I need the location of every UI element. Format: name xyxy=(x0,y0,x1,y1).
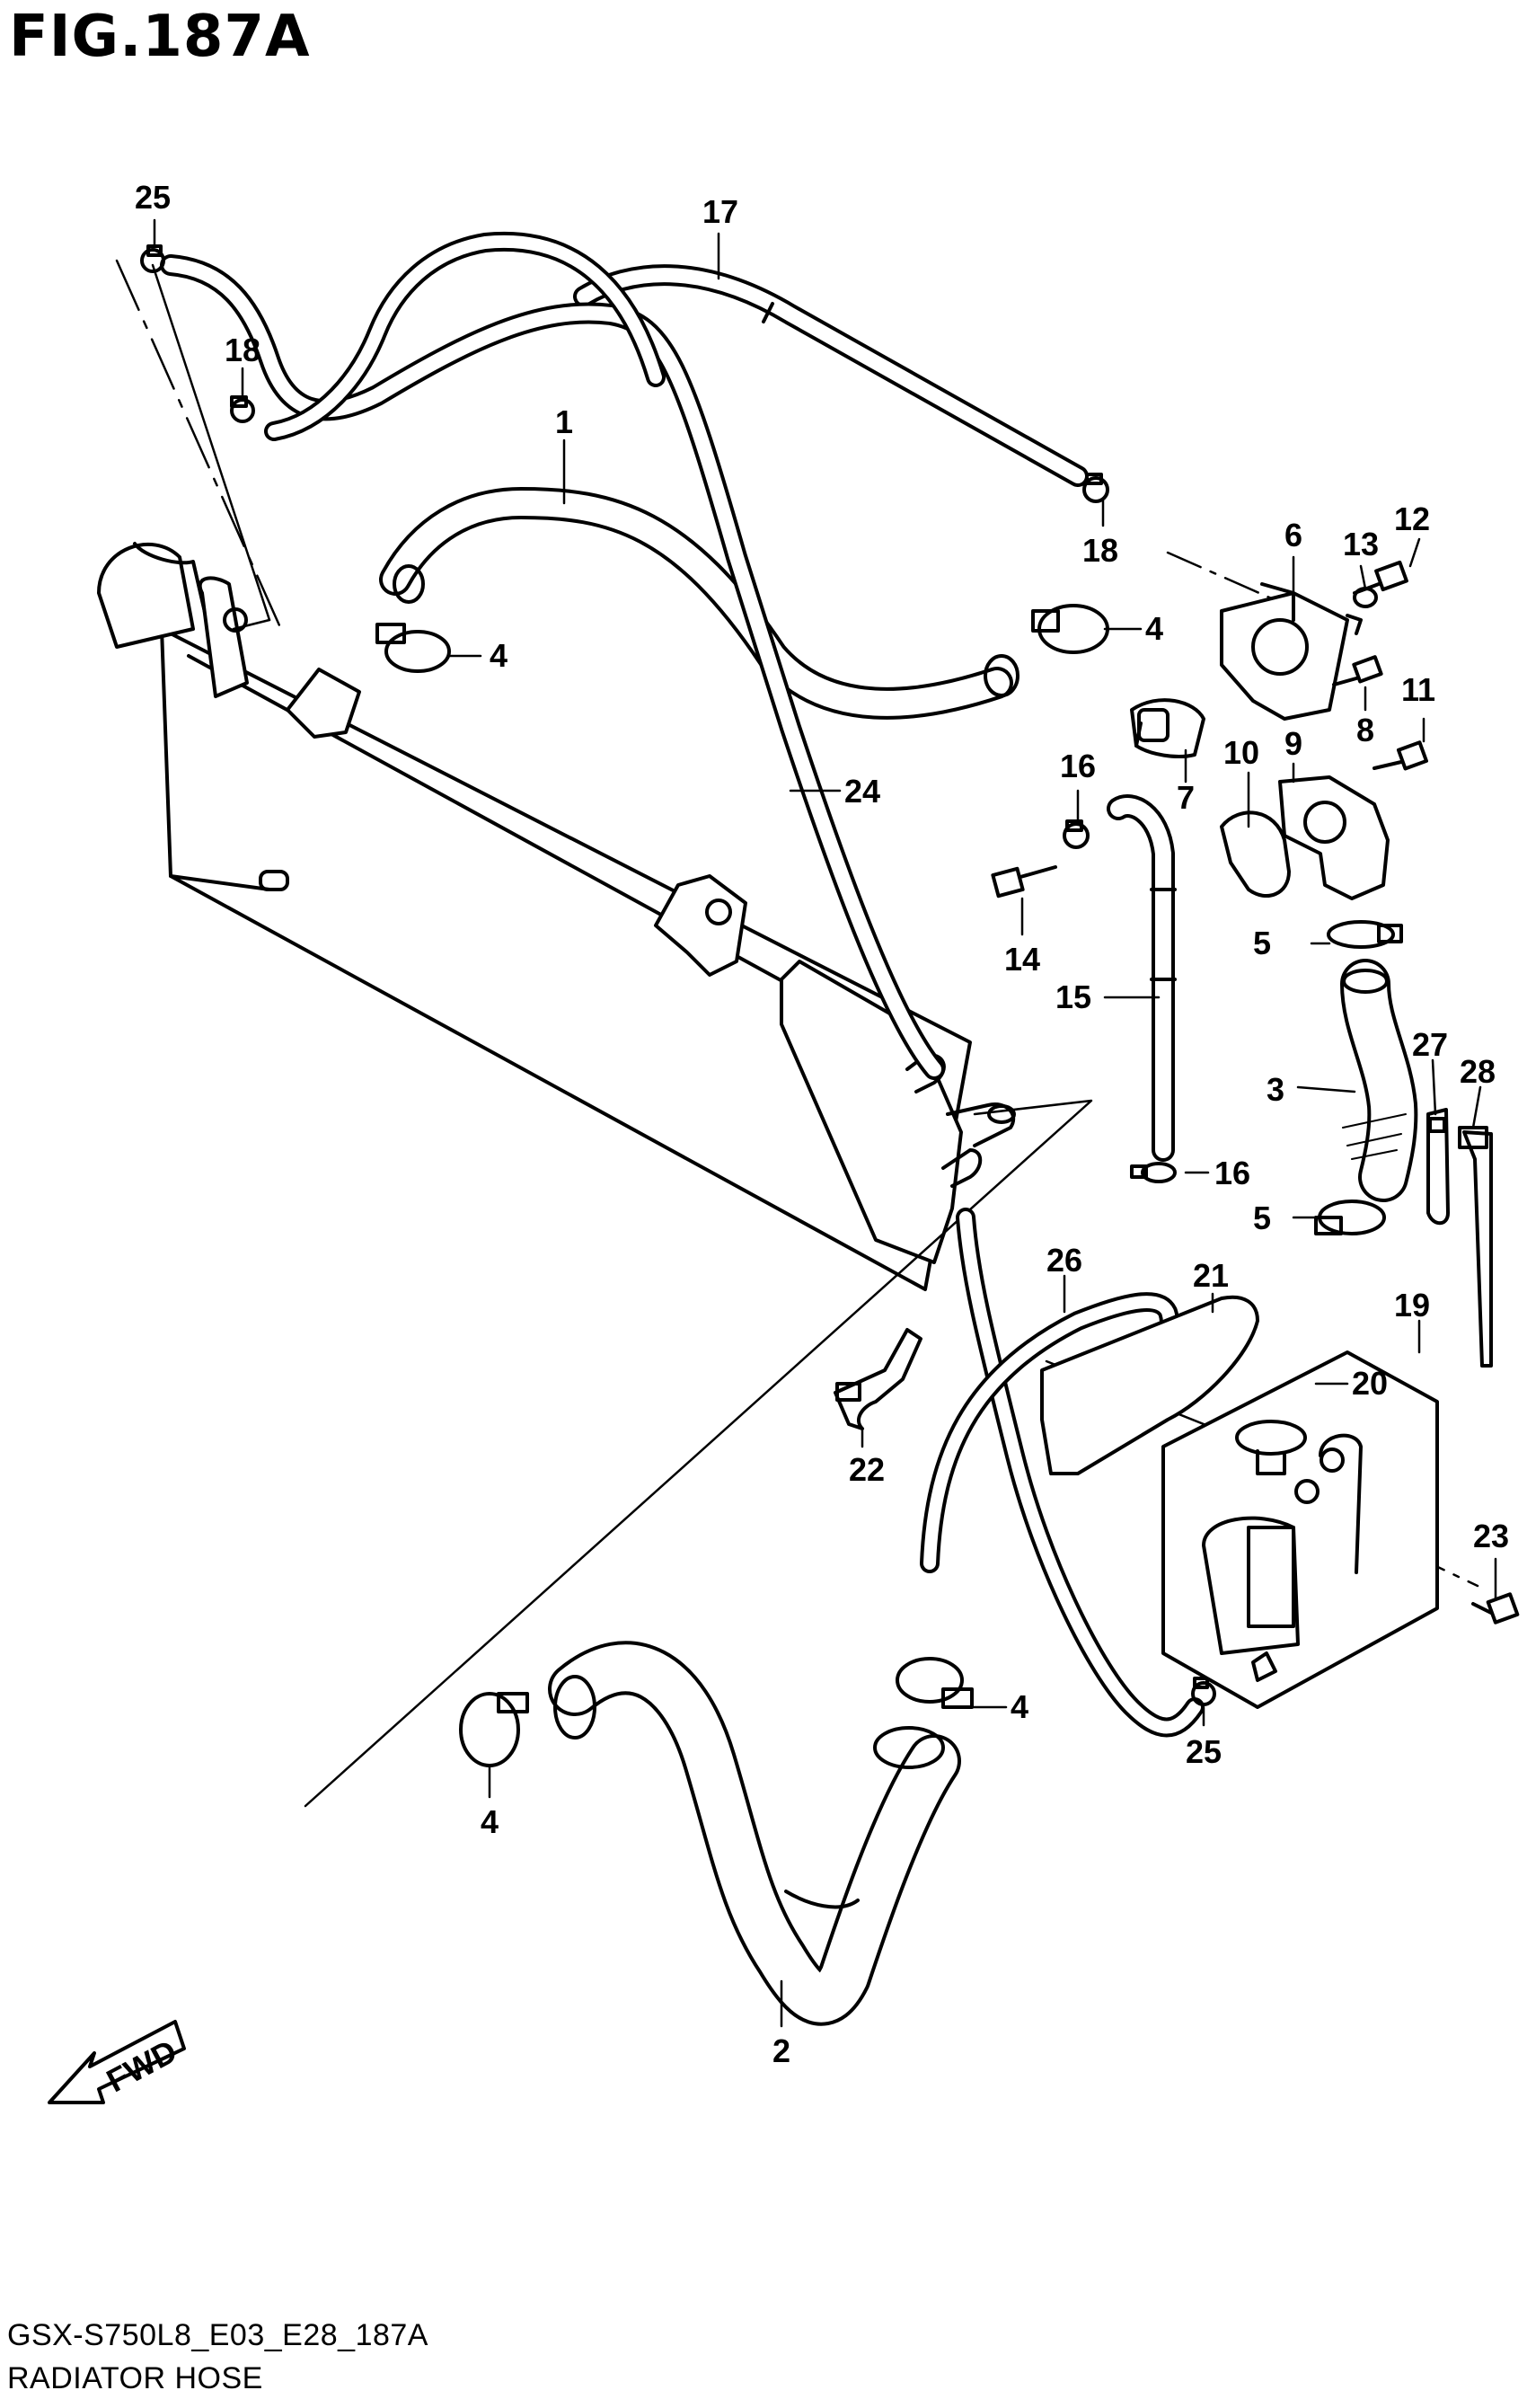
callout-22: 22 xyxy=(849,1451,885,1488)
clamp-5-upper xyxy=(1327,920,1403,949)
bolt-11 xyxy=(1373,740,1428,771)
clamp-18-upper-left xyxy=(230,395,255,423)
callout-25: 25 xyxy=(135,179,171,216)
callout-7: 7 xyxy=(1177,779,1195,816)
clamp-16-lower xyxy=(1130,1162,1177,1183)
callout-4: 4 xyxy=(1145,610,1163,647)
hose-15 xyxy=(1107,794,1177,1162)
clamp-18-right xyxy=(1082,473,1109,503)
callout-16: 16 xyxy=(1060,748,1096,784)
figure-caption: RADIATOR HOSE xyxy=(7,2361,263,2395)
fwd-arrow xyxy=(48,2020,186,2104)
bracket-22 xyxy=(834,1328,922,1430)
thermostat xyxy=(1130,698,1205,758)
callout-10: 10 xyxy=(1223,734,1259,771)
reservoir-cap xyxy=(1235,1420,1307,1475)
clamp-5-lower xyxy=(1314,1200,1386,1235)
thermostat-cover xyxy=(1278,775,1390,900)
clamp-16-upper xyxy=(1063,819,1090,849)
callout-3: 3 xyxy=(1267,1071,1284,1108)
callout-18: 18 xyxy=(1082,532,1118,569)
bolt-14 xyxy=(991,865,1057,899)
callout-24: 24 xyxy=(844,773,880,810)
callout-18: 18 xyxy=(225,332,260,368)
callout-9: 9 xyxy=(1284,725,1302,762)
hose-overflow xyxy=(956,1208,1205,1738)
clip-27 xyxy=(1426,1108,1450,1226)
callout-16: 16 xyxy=(1214,1155,1250,1191)
tie-28 xyxy=(1458,1126,1493,1368)
callout-15: 15 xyxy=(1055,978,1091,1015)
o-ring xyxy=(1220,810,1291,899)
clamp-4-lower-right xyxy=(896,1657,974,1709)
callout-17: 17 xyxy=(702,193,738,230)
callout-leaders xyxy=(153,218,1497,2028)
callout-4: 4 xyxy=(1011,1688,1028,1725)
hose-24 xyxy=(160,231,945,1080)
callout-12: 12 xyxy=(1394,500,1430,537)
clamp-4-upper-left xyxy=(375,623,451,673)
callout-8: 8 xyxy=(1356,712,1374,748)
callout-27: 27 xyxy=(1412,1026,1448,1063)
hose-1 xyxy=(379,487,1019,720)
callout-23: 23 xyxy=(1473,1518,1509,1554)
callout-11: 11 xyxy=(1401,671,1435,708)
bolt-8 xyxy=(1332,655,1383,686)
bolt-23 xyxy=(1471,1592,1520,1625)
callout-4: 4 xyxy=(490,637,508,674)
clamp-4-upper-right xyxy=(1031,604,1109,654)
callout-25: 25 xyxy=(1186,1733,1222,1770)
hose-2 xyxy=(548,1641,961,2026)
callout-2: 2 xyxy=(772,2032,790,2069)
callout-14: 14 xyxy=(1004,941,1040,978)
callout-1: 1 xyxy=(555,403,573,440)
callout-4: 4 xyxy=(481,1803,499,1840)
washer-13 xyxy=(1353,587,1378,608)
callouts: 1 2 3 4 4 4 4 5 5 6 7 8 9 10 11 12 13 14… xyxy=(135,179,1509,2069)
radiator xyxy=(97,542,1016,1291)
reservoir-cover xyxy=(1040,1295,1259,1475)
model-code: GSX-S750L8_E03_E28_187A xyxy=(7,2318,428,2352)
clamp-25-lower xyxy=(1191,1677,1216,1706)
reservoir-tank xyxy=(1161,1350,1439,1709)
figure-title: FIG.187A xyxy=(9,4,311,70)
thermostat-case xyxy=(1220,582,1363,721)
callout-20: 20 xyxy=(1352,1365,1388,1402)
callout-21: 21 xyxy=(1193,1257,1229,1294)
callout-5: 5 xyxy=(1253,925,1271,961)
hose-3 xyxy=(1340,959,1418,1202)
callout-13: 13 xyxy=(1343,526,1379,562)
callout-26: 26 xyxy=(1046,1242,1082,1279)
callout-5: 5 xyxy=(1253,1200,1271,1236)
clamp-4-lower-left xyxy=(459,1692,529,1767)
callout-28: 28 xyxy=(1460,1053,1496,1090)
callout-19: 19 xyxy=(1394,1287,1430,1324)
callout-6: 6 xyxy=(1284,517,1302,553)
